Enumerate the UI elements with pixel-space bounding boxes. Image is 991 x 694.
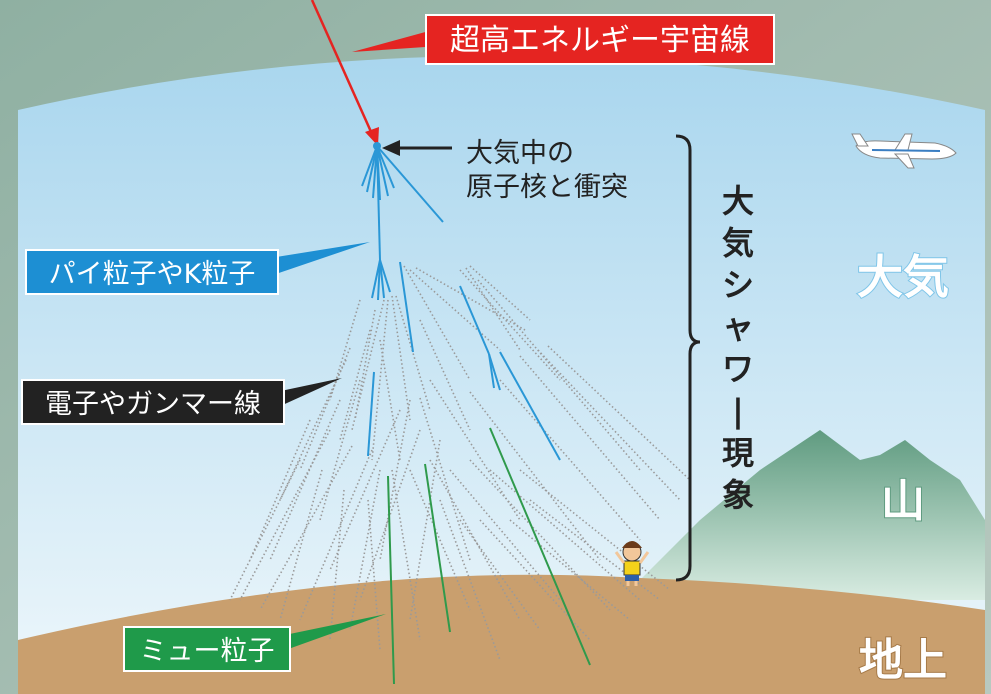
shower-track [391, 295, 411, 421]
electron-gamma-shower [229, 265, 691, 661]
shower-track [477, 279, 641, 471]
air-shower-char: 象 [722, 476, 754, 514]
air-shower-char: 現 [722, 434, 754, 472]
shower-track [409, 439, 441, 621]
shower-track [409, 269, 501, 351]
child-figure-icon [614, 541, 650, 586]
electron-gamma-text: 電子やガンマー線 [45, 389, 261, 420]
shower-track [409, 469, 471, 611]
shower-track [259, 445, 353, 611]
shower-track [354, 309, 376, 421]
electron-gamma-label: 電子やガンマー線 [21, 378, 342, 425]
shower-track [299, 449, 373, 621]
shower-track [459, 519, 541, 631]
shower-track [449, 469, 561, 601]
shower-track [419, 319, 471, 431]
shower-track [319, 379, 361, 521]
cosmic-ray-text: 超高エネルギー宇宙線 [450, 23, 750, 58]
shower-track [429, 459, 521, 621]
muon-text: ミュー粒子 [140, 636, 275, 667]
shower-track [239, 429, 331, 601]
shower-track [367, 499, 381, 651]
shower-track [371, 299, 389, 461]
shower-track [329, 489, 345, 641]
shower-track [519, 469, 671, 591]
shower-track [459, 269, 561, 381]
air-shower-brace [675, 134, 701, 582]
pion-kaon-label: パイ粒子やK粒子 [25, 242, 370, 295]
shower-track [249, 419, 311, 561]
shower-track [419, 397, 471, 561]
pion-kaon-tracks [361, 145, 561, 461]
shower-track [547, 345, 691, 481]
collision-arrow [382, 140, 452, 156]
collision-text-line2: 原子核と衝突 [466, 172, 628, 203]
collision-text-line1: 大気中の [466, 138, 574, 169]
muon-tracks [387, 427, 591, 685]
air-shower-char: | [732, 392, 744, 431]
air-shower-char: ワ [722, 350, 754, 388]
air-shower-char: シ [722, 266, 754, 304]
muon-label: ミュー粒子 [123, 614, 386, 672]
shower-track [329, 299, 361, 401]
shower-track [469, 265, 531, 321]
air-shower-char: ャ [722, 308, 754, 346]
shower-track [415, 267, 526, 331]
mountain [640, 430, 985, 600]
shower-track [379, 399, 411, 561]
mountain-label: 山 [881, 476, 925, 527]
shower-track [469, 391, 601, 561]
shower-track [499, 379, 641, 541]
shower-track [537, 349, 681, 501]
shower-track [529, 499, 661, 601]
atmosphere-label: 大気 [857, 250, 949, 304]
shower-track [339, 329, 371, 441]
shower-track [379, 339, 401, 461]
air-shower-vertical-text: 大気シャワ |現象 [722, 182, 754, 514]
shower-track [329, 409, 401, 571]
collision-point [373, 142, 381, 150]
airplane-icon [851, 133, 957, 169]
ground-label: 地上 [859, 635, 947, 686]
air-shower-char: 気 [722, 224, 754, 262]
shower-track [279, 359, 347, 501]
pion-kaon-text: パイ粒子やK粒子 [49, 259, 256, 290]
cosmic-ray-label: 超高エネルギー宇宙線 [352, 14, 775, 65]
shower-track [439, 499, 501, 661]
air-shower-char: 大 [722, 182, 754, 220]
shower-track [269, 399, 341, 561]
cosmic-ray-arrow [310, 0, 379, 146]
shower-track [479, 519, 591, 641]
shower-track [349, 469, 381, 631]
shower-track [489, 469, 641, 601]
shower-track [465, 267, 521, 351]
